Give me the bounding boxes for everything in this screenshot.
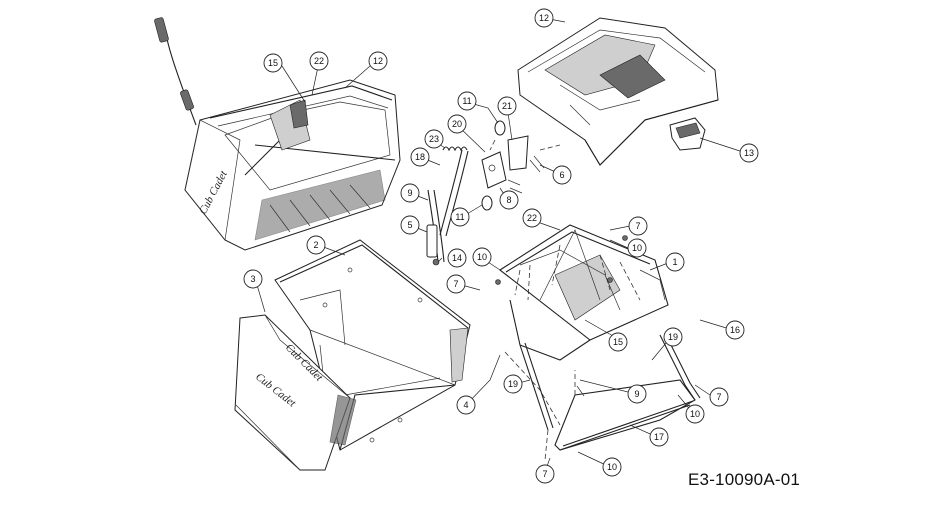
svg-text:7: 7	[716, 392, 721, 402]
callout-9-bottom: 9	[627, 384, 647, 404]
callout-10-top: 10	[627, 238, 647, 258]
svg-text:21: 21	[502, 101, 512, 111]
bag-frame-assembly	[495, 224, 669, 426]
svg-text:20: 20	[452, 119, 462, 129]
callout-13: 13	[739, 143, 759, 163]
svg-text:5: 5	[407, 220, 412, 230]
svg-text:4: 4	[463, 400, 468, 410]
callout-10-left: 10	[472, 247, 492, 267]
svg-text:6: 6	[559, 170, 564, 180]
callout-1: 1	[665, 252, 685, 272]
svg-text:12: 12	[539, 13, 549, 23]
callout-10-bottom: 10	[602, 457, 622, 477]
frame-rods	[519, 332, 701, 461]
callout-15-bag: 15	[263, 53, 283, 73]
callout-4: 4	[456, 395, 476, 415]
bag-top-cover	[517, 17, 719, 166]
callout-7-left: 7	[446, 274, 466, 294]
callout-12-cover: 12	[534, 8, 554, 28]
svg-text:22: 22	[527, 213, 537, 223]
svg-text:13: 13	[744, 148, 754, 158]
assembled-grass-bag: Cub Cadet	[154, 17, 401, 251]
svg-text:23: 23	[429, 134, 439, 144]
svg-text:3: 3	[250, 274, 255, 284]
svg-text:14: 14	[452, 253, 462, 263]
svg-text:10: 10	[690, 409, 700, 419]
callout-19-left: 19	[503, 374, 523, 394]
svg-text:8: 8	[506, 195, 511, 205]
svg-text:15: 15	[268, 58, 278, 68]
svg-text:10: 10	[477, 252, 487, 262]
callout-19-right: 19	[663, 327, 683, 347]
callout-21: 21	[497, 96, 517, 116]
svg-text:9: 9	[407, 188, 412, 198]
callout-17: 17	[649, 427, 669, 447]
svg-text:11: 11	[462, 96, 471, 106]
callout-22-bag: 22	[309, 51, 329, 71]
callout-20: 20	[447, 114, 467, 134]
svg-text:15: 15	[613, 337, 623, 347]
callout-15-frame: 15	[608, 332, 628, 352]
callout-7-top: 7	[628, 216, 648, 236]
callout-9-top: 9	[400, 183, 420, 203]
callout-23: 23	[424, 129, 444, 149]
callout-11-bottom: 11	[450, 207, 470, 227]
svg-text:10: 10	[607, 462, 617, 472]
latch-clip	[669, 117, 706, 151]
callout-6: 6	[552, 165, 572, 185]
callout-14: 14	[447, 248, 467, 268]
svg-text:19: 19	[668, 332, 678, 342]
callout-11-top: 11	[457, 91, 477, 111]
callout-18: 18	[410, 147, 430, 167]
svg-text:7: 7	[635, 221, 640, 231]
svg-text:19: 19	[508, 379, 518, 389]
callout-16: 16	[725, 320, 745, 340]
bag-basket	[274, 239, 471, 451]
svg-text:11: 11	[455, 212, 464, 222]
svg-text:17: 17	[654, 432, 664, 442]
svg-text:10: 10	[632, 243, 642, 253]
callout-12-bag: 12	[368, 51, 388, 71]
callout-22-frame: 22	[522, 208, 542, 228]
svg-text:2: 2	[313, 240, 318, 250]
callout-7-right: 7	[709, 387, 729, 407]
callout-7-bottom: 7	[535, 464, 555, 484]
svg-text:1: 1	[672, 257, 677, 267]
svg-text:22: 22	[314, 56, 324, 66]
drawing-code: E3-10090A-01	[688, 470, 801, 489]
callout-3: 3	[243, 269, 263, 289]
callout-8: 8	[499, 190, 519, 210]
callout-bubbles: 12 13 12 22 15 11 21 23 20 18 6 8 11 9 5…	[243, 8, 759, 484]
svg-text:16: 16	[730, 325, 740, 335]
svg-text:18: 18	[415, 152, 425, 162]
svg-text:9: 9	[634, 389, 639, 399]
center-small-parts	[426, 120, 561, 266]
callout-10-right: 10	[685, 404, 705, 424]
svg-text:7: 7	[542, 469, 547, 479]
svg-text:12: 12	[373, 56, 383, 66]
callout-5: 5	[400, 215, 420, 235]
callout-2: 2	[306, 235, 326, 255]
fabric-bag: Cub Cadet Cub Cadet	[234, 314, 357, 471]
svg-text:7: 7	[453, 279, 458, 289]
